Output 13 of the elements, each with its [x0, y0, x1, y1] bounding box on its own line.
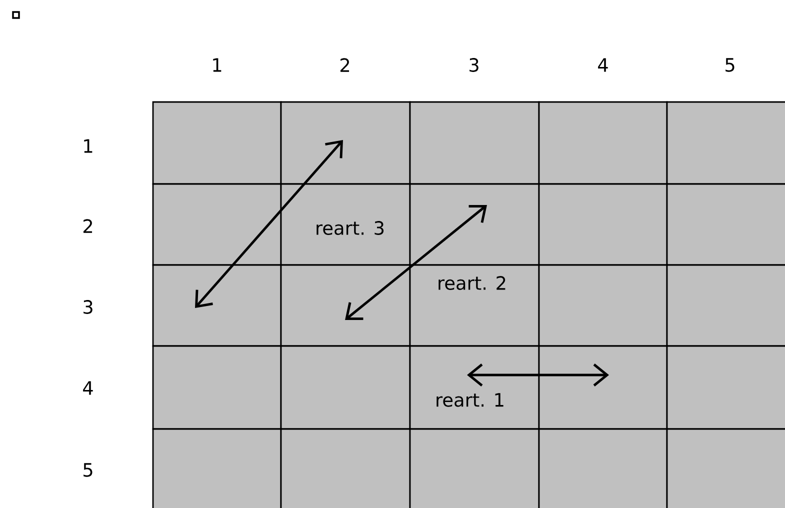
- column-number: 4: [598, 58, 608, 72]
- arrow-label: reart. 3: [313, 219, 387, 237]
- column-number: 1: [213, 58, 222, 72]
- row-number: 2: [83, 219, 92, 233]
- arrow-label: reart. 1: [433, 391, 507, 409]
- row-number: 3: [84, 300, 92, 314]
- row-number: 4: [83, 381, 93, 395]
- column-number: 3: [470, 58, 478, 72]
- row-number: 5: [84, 463, 92, 477]
- column-number: 2: [340, 58, 350, 72]
- row-number: 1: [84, 139, 92, 153]
- arrow-label: reart. 2: [435, 274, 509, 292]
- column-number: 5: [726, 58, 734, 72]
